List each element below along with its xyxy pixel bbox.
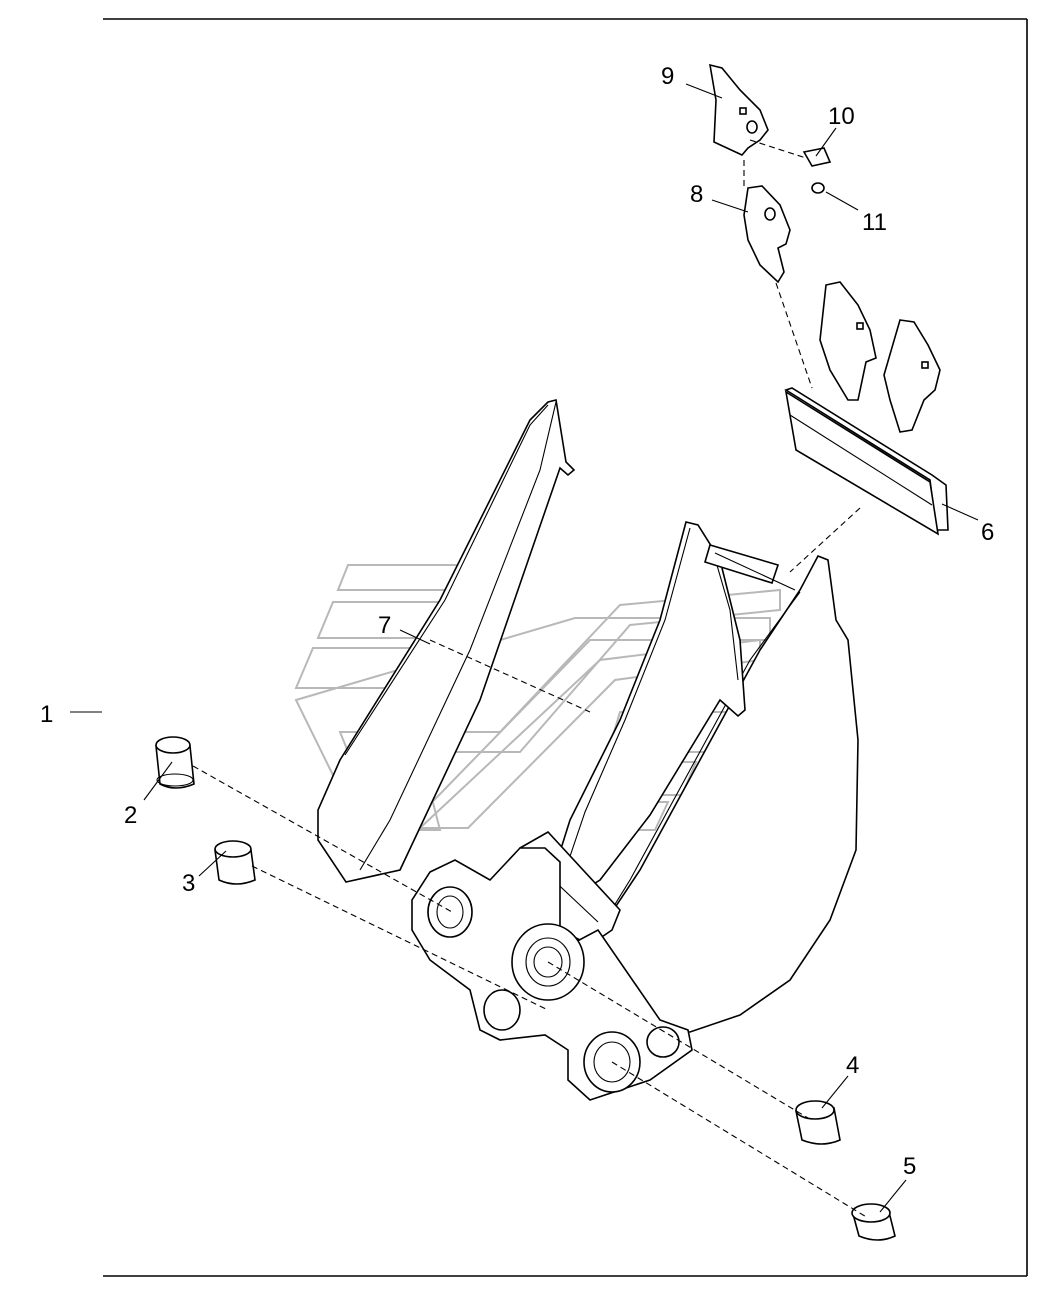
callout-9: 9 <box>661 63 674 90</box>
callout-1: 1 <box>40 701 53 728</box>
callout-5: 5 <box>903 1153 916 1180</box>
drawing-frame <box>103 18 1028 1277</box>
leader-lines <box>70 83 979 1213</box>
callout-2: 2 <box>124 802 137 829</box>
bushing-3-part <box>214 840 256 885</box>
callout-6: 6 <box>981 519 994 546</box>
bushing-4-part <box>795 1100 841 1145</box>
cutting-edge-part <box>784 387 949 536</box>
callout-11: 11 <box>862 209 887 236</box>
adapter-8-part <box>743 185 791 284</box>
bushing-5-part <box>851 1203 896 1241</box>
bushing-2-part <box>155 736 195 789</box>
pin-10-part <box>802 147 832 194</box>
callout-10: 10 <box>828 103 855 130</box>
bucket-body <box>317 399 859 1101</box>
tooth-part <box>819 281 941 433</box>
assembly-lines <box>192 139 869 1219</box>
callout-8: 8 <box>690 181 703 208</box>
callout-4: 4 <box>846 1052 859 1079</box>
callout-7: 7 <box>378 612 391 639</box>
callout-3: 3 <box>182 870 195 897</box>
tooth-9-part <box>709 63 769 156</box>
